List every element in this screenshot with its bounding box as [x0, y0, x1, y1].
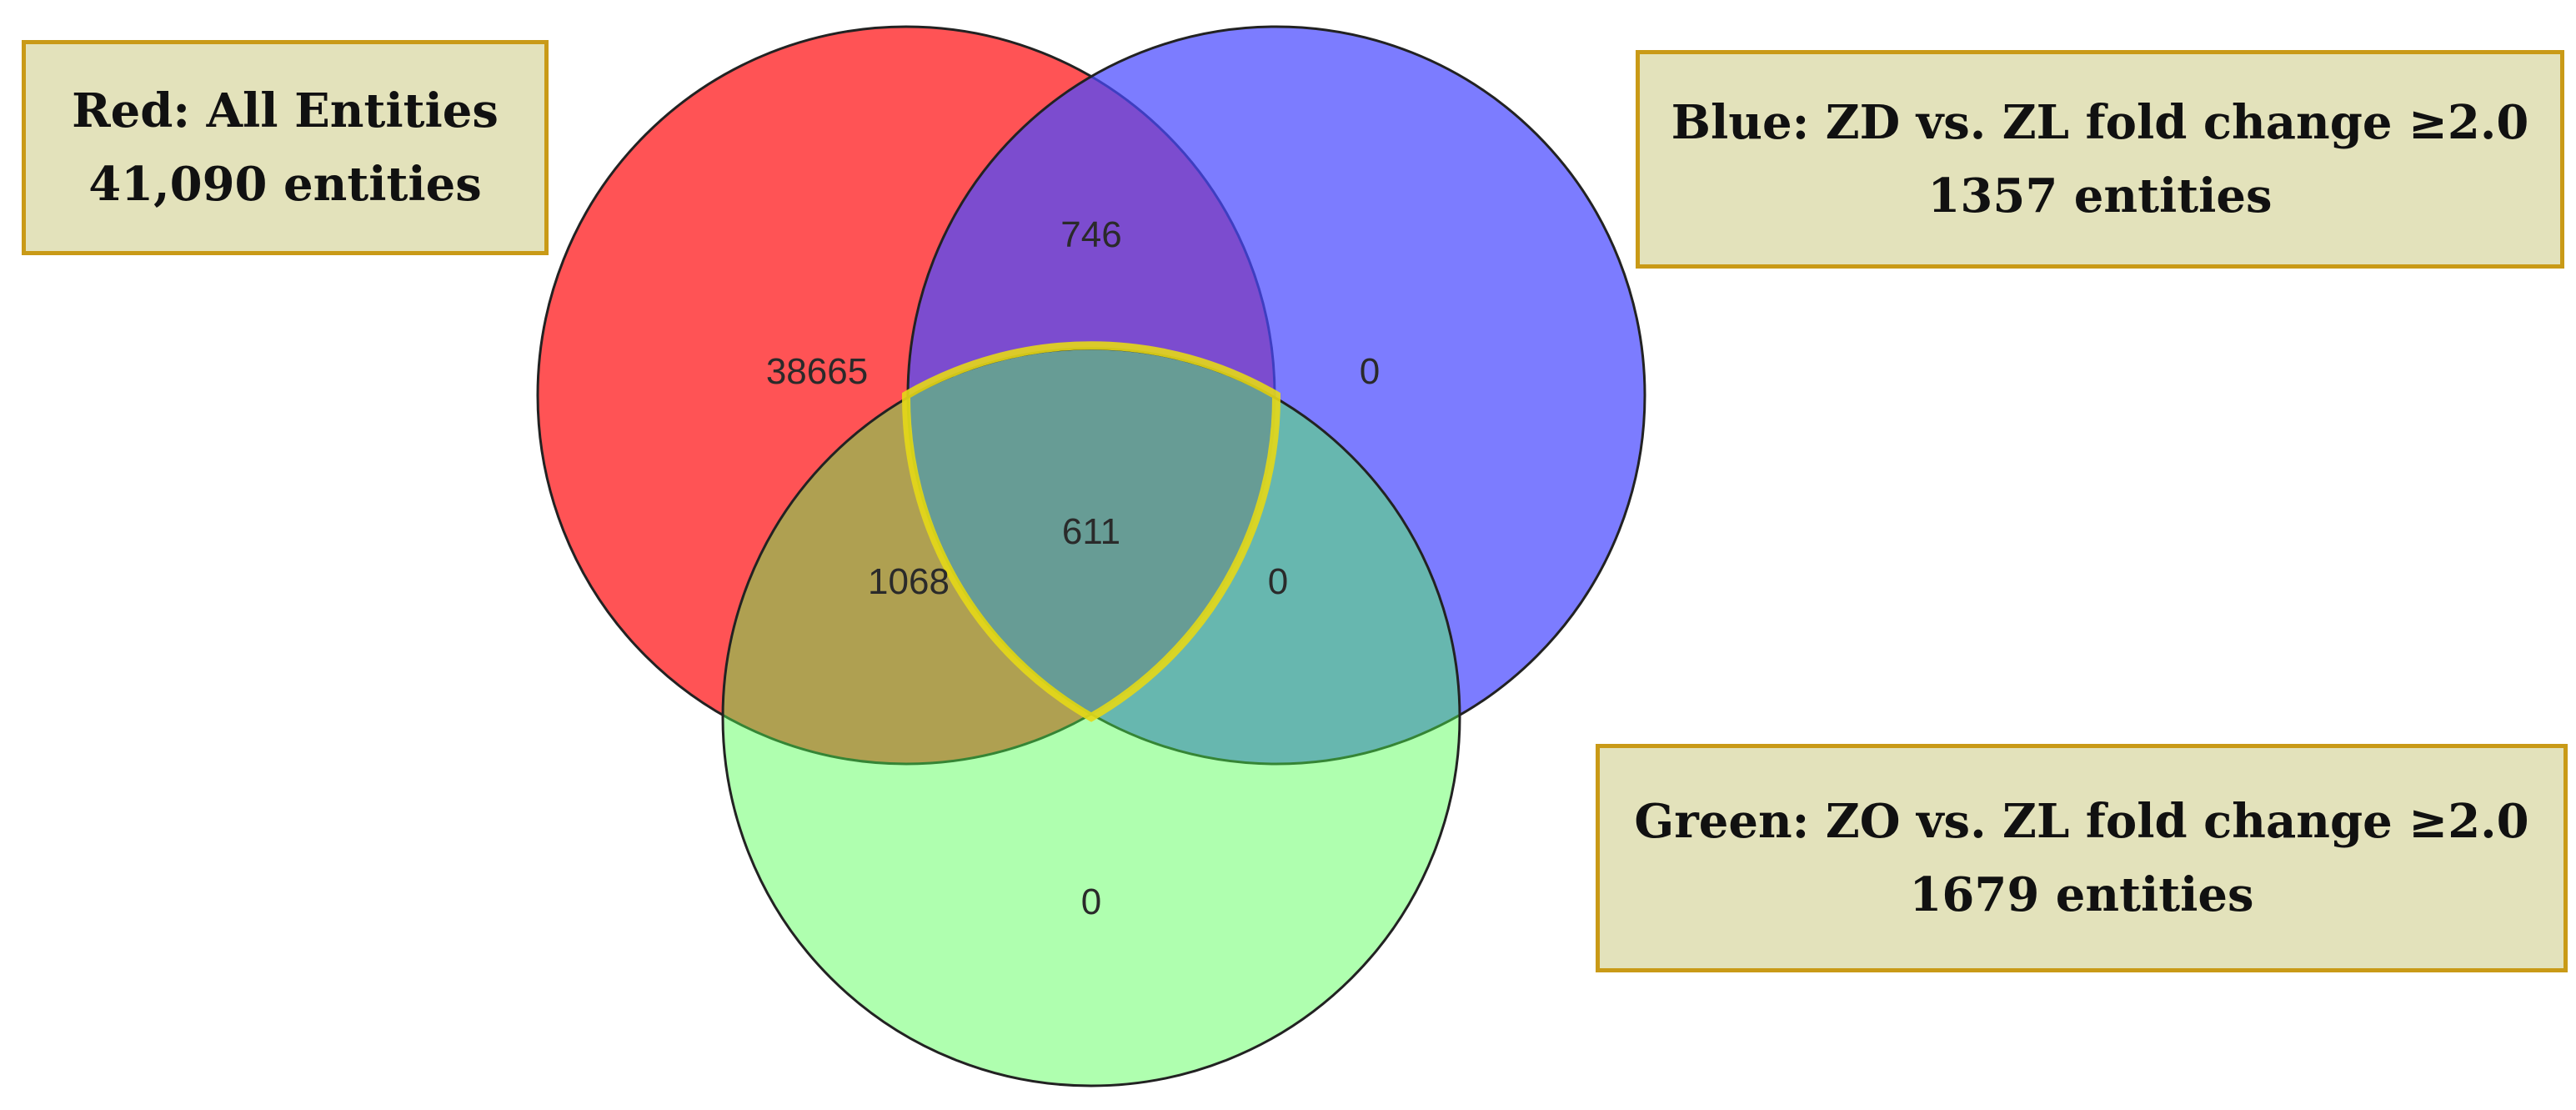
legend-red-title: Red: All Entities	[72, 83, 499, 138]
legend-green-count: 1679 entities	[1909, 867, 2254, 922]
count-red-blue: 746	[1060, 214, 1121, 255]
triple-intersection-highlight	[901, 341, 1281, 722]
count-red-green: 1068	[868, 561, 950, 602]
count-blue-green: 0	[1268, 561, 1288, 602]
count-blue-only: 0	[1360, 351, 1380, 392]
legend-green-title: Green: ZO vs. ZL fold change ≥2.0	[1634, 794, 2529, 849]
legend-red-count: 41,090 entities	[88, 157, 482, 212]
count-all-three: 611	[1062, 511, 1120, 552]
legend-red: Red: All Entities 41,090 entities	[22, 40, 549, 255]
count-green-only: 0	[1081, 881, 1101, 922]
count-red-only: 38665	[766, 351, 868, 392]
legend-blue-count: 1357 entities	[1927, 168, 2273, 224]
legend-green: Green: ZO vs. ZL fold change ≥2.0 1679 e…	[1596, 744, 2568, 972]
legend-blue: Blue: ZD vs. ZL fold change ≥2.0 1357 en…	[1636, 50, 2564, 269]
legend-blue-title: Blue: ZD vs. ZL fold change ≥2.0	[1671, 95, 2529, 150]
